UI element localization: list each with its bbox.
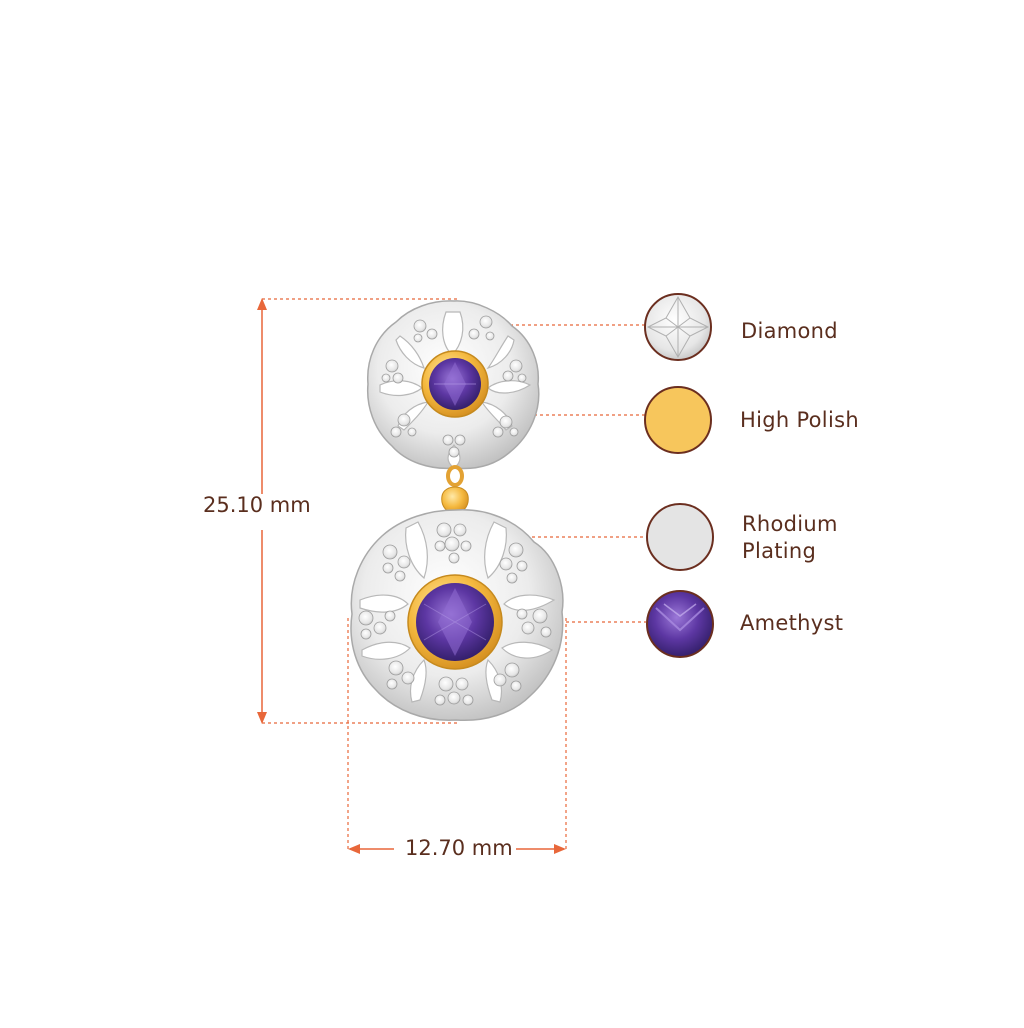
high-polish-swatch [644, 386, 712, 454]
legend-label-diamond: Diamond [741, 319, 838, 343]
height-label: 25.10 mm [203, 493, 311, 517]
amethyst-swatch [646, 590, 714, 658]
diamond-swatch [644, 293, 712, 361]
rhodium-swatch [646, 503, 714, 571]
legend-label-rhodium-plating: Rhodium Plating [742, 511, 838, 565]
legend-label-rhodium-line-1: Rhodium [742, 512, 838, 536]
legend-label-high-polish: High Polish [740, 408, 859, 432]
legend-label-amethyst: Amethyst [740, 611, 844, 635]
height-dimension [257, 298, 460, 724]
legend-label-rhodium-line-2: Plating [742, 539, 817, 563]
gold-connector [441, 465, 469, 515]
top-earring-flower [366, 300, 540, 470]
bottom-earring-flower [350, 509, 564, 722]
width-label: 12.70 mm [405, 836, 513, 860]
width-dimension [347, 618, 567, 854]
